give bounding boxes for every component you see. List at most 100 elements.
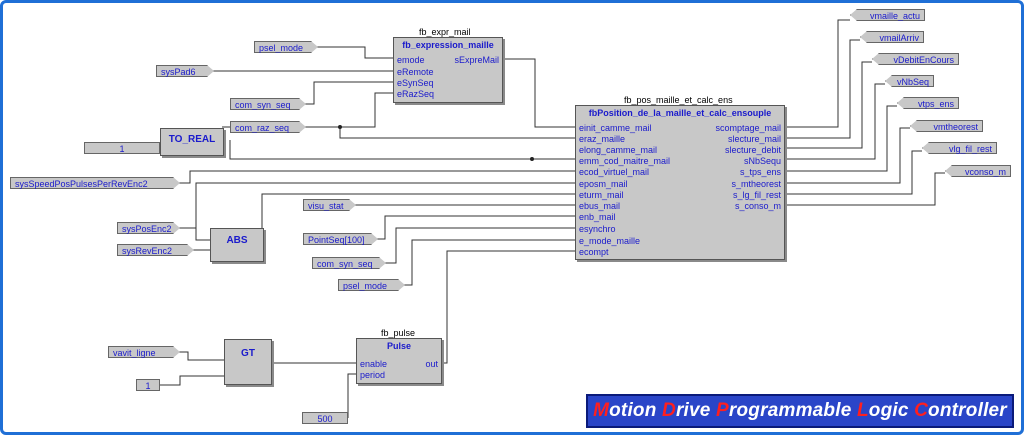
banner-cap-l: L	[856, 400, 869, 421]
wire	[195, 182, 575, 228]
pos-out-slecture-mail[interactable]: slecture_mail	[727, 134, 781, 144]
wire	[440, 250, 575, 364]
pos-in-elong-camme-mail[interactable]: elong_camme_mail	[579, 145, 658, 155]
var-vavit-ligne[interactable]: vavit_ligne	[108, 346, 180, 358]
const-one-gt[interactable]: 1	[136, 379, 160, 391]
wire	[180, 351, 224, 361]
pos-in-ebus-mail[interactable]: ebus_mail	[579, 201, 621, 211]
out-vmtheorest[interactable]: vmtheorest	[910, 120, 983, 132]
expr-block-type: fb_expression_maille	[402, 40, 494, 50]
banner-word-ogic: ogic	[868, 400, 915, 421]
to-real-operator[interactable]: TO_REAL	[160, 128, 224, 156]
pulse-in-enable[interactable]: enable	[360, 359, 388, 369]
pos-in-eturm-mail[interactable]: eturm_mail	[579, 190, 624, 200]
pulse-out-out[interactable]: out	[425, 359, 438, 369]
var-com-syn-seq[interactable]: com_syn_seq	[230, 98, 306, 110]
expr-in-eremote[interactable]: eRemote	[397, 67, 434, 77]
expr-block[interactable]: fb_expression_maille emode eRemote eSynS…	[393, 37, 503, 103]
junction-dot	[338, 125, 342, 129]
brand-banner: Motion Drive Programmable Logic Controll…	[586, 394, 1014, 428]
wire	[306, 92, 393, 128]
wire	[783, 83, 885, 160]
pulse-instance-name: fb_pulse	[381, 328, 416, 338]
abs-operator[interactable]: ABS	[210, 228, 264, 262]
pos-out-s-conso-m[interactable]: s_conso_m	[734, 201, 781, 211]
banner-cap-d: D	[662, 400, 676, 421]
var-pointseq[interactable]: PointSeq[100]	[303, 233, 378, 245]
out-vlg-fil-rest[interactable]: vlg_fil_rest	[922, 142, 997, 154]
var-syspad6[interactable]: sysPad6	[156, 65, 214, 77]
pos-instance-name: fb_pos_maille_et_calc_ens	[624, 95, 733, 105]
expr-in-erazseq[interactable]: eRazSeq	[397, 89, 435, 99]
out-vtps-ens[interactable]: vtps_ens	[897, 97, 959, 109]
out-vnbseq[interactable]: vNbSeq	[885, 75, 934, 87]
banner-cap-m: M	[593, 400, 610, 421]
var-visu-stat[interactable]: visu_stat	[303, 199, 356, 211]
wire	[261, 193, 575, 240]
wire	[783, 61, 872, 149]
expr-instance-name: fb_expr_mail	[419, 27, 471, 37]
pos-block-type: fbPosition_de_la_maille_et_calc_ensouple	[588, 108, 772, 118]
wire	[229, 140, 575, 160]
banner-cap-c: C	[914, 400, 929, 421]
wire	[318, 46, 393, 59]
wire	[783, 39, 860, 139]
pos-block[interactable]: fbPosition_de_la_maille_et_calc_ensouple…	[575, 105, 785, 260]
expr-in-emode[interactable]: emode	[397, 55, 425, 65]
pos-in-eposm-mail[interactable]: eposm_mail	[579, 179, 628, 189]
pos-in-einit-camme-mail[interactable]: einit_camme_mail	[579, 123, 652, 133]
wire	[378, 215, 575, 240]
const-500[interactable]: 500	[302, 412, 348, 424]
pos-in-esynchro[interactable]: esynchro	[579, 224, 616, 234]
pulse-block-type: Pulse	[386, 341, 411, 351]
out-vconso-m[interactable]: vconso_m	[945, 165, 1011, 177]
out-vmailarriv[interactable]: vmailArriv	[860, 31, 924, 43]
var-sysrevenc2[interactable]: sysRevEnc2	[117, 244, 194, 256]
wire	[180, 227, 210, 241]
banner-word-ontroller: ontroller	[928, 400, 1007, 421]
wire	[339, 127, 575, 139]
pos-in-enb-mail[interactable]: enb_mail	[579, 212, 616, 222]
var-com-syn-seq-2[interactable]: com_syn_seq	[312, 257, 386, 269]
var-psel-mode[interactable]: psel_mode	[254, 41, 318, 53]
wire	[306, 81, 393, 105]
expr-in-esynseq[interactable]: eSynSeq	[397, 78, 434, 88]
pos-out-s-mtheorest[interactable]: s_mtheorest	[731, 179, 781, 189]
var-sysposenc2[interactable]: sysPosEnc2	[117, 222, 180, 234]
wire	[386, 227, 575, 264]
var-sysspeed[interactable]: sysSpeedPosPulsesPerRevEnc2	[10, 177, 180, 189]
pos-in-emm-cod-maitre-mail[interactable]: emm_cod_maitre_mail	[579, 156, 671, 166]
wire	[783, 172, 945, 206]
pos-out-s-lg-fil-rest[interactable]: s_lg_fil_rest	[732, 190, 781, 200]
var-psel-mode-2[interactable]: psel_mode	[338, 279, 405, 291]
wire	[783, 19, 850, 128]
expr-out-sexpremail[interactable]: sExpreMail	[454, 55, 499, 65]
var-com-raz-seq[interactable]: com_raz_seq	[230, 121, 306, 133]
pos-out-s-tps-ens[interactable]: s_tps_ens	[739, 167, 781, 177]
pulse-in-period[interactable]: period	[360, 370, 386, 380]
wire	[783, 105, 897, 172]
pos-out-slecture-debit[interactable]: slecture_debit	[724, 145, 781, 155]
pulse-block[interactable]: Pulse enable period out	[356, 338, 442, 384]
gt-operator[interactable]: GT	[224, 339, 272, 385]
junction-dot	[530, 157, 534, 161]
wire	[160, 375, 224, 386]
wire	[783, 127, 910, 184]
banner-word-rive: rive	[675, 400, 717, 421]
banner-cap-p: P	[716, 400, 729, 421]
wire	[347, 373, 356, 418]
wire	[501, 58, 575, 128]
pos-in-ecompt[interactable]: ecompt	[579, 247, 609, 257]
pos-out-scomptage-mail[interactable]: scomptage_mail	[715, 123, 781, 133]
pos-in-ecod-virtuel-mail[interactable]: ecod_virtuel_mail	[579, 167, 650, 177]
wire	[783, 150, 922, 195]
wire	[180, 170, 575, 184]
banner-word-otion: otion	[609, 400, 663, 421]
pos-in-e-mode-maille[interactable]: e_mode_maille	[579, 236, 641, 246]
out-vmaille-actu[interactable]: vmaille_actu	[850, 9, 925, 21]
out-vdebitencours[interactable]: vDebitEnCours	[872, 53, 959, 65]
pos-in-eraz-maille[interactable]: eraz_maille	[579, 134, 626, 144]
const-one-to-real[interactable]: 1	[84, 142, 160, 154]
pos-out-snbsequ[interactable]: sNbSequ	[743, 156, 781, 166]
